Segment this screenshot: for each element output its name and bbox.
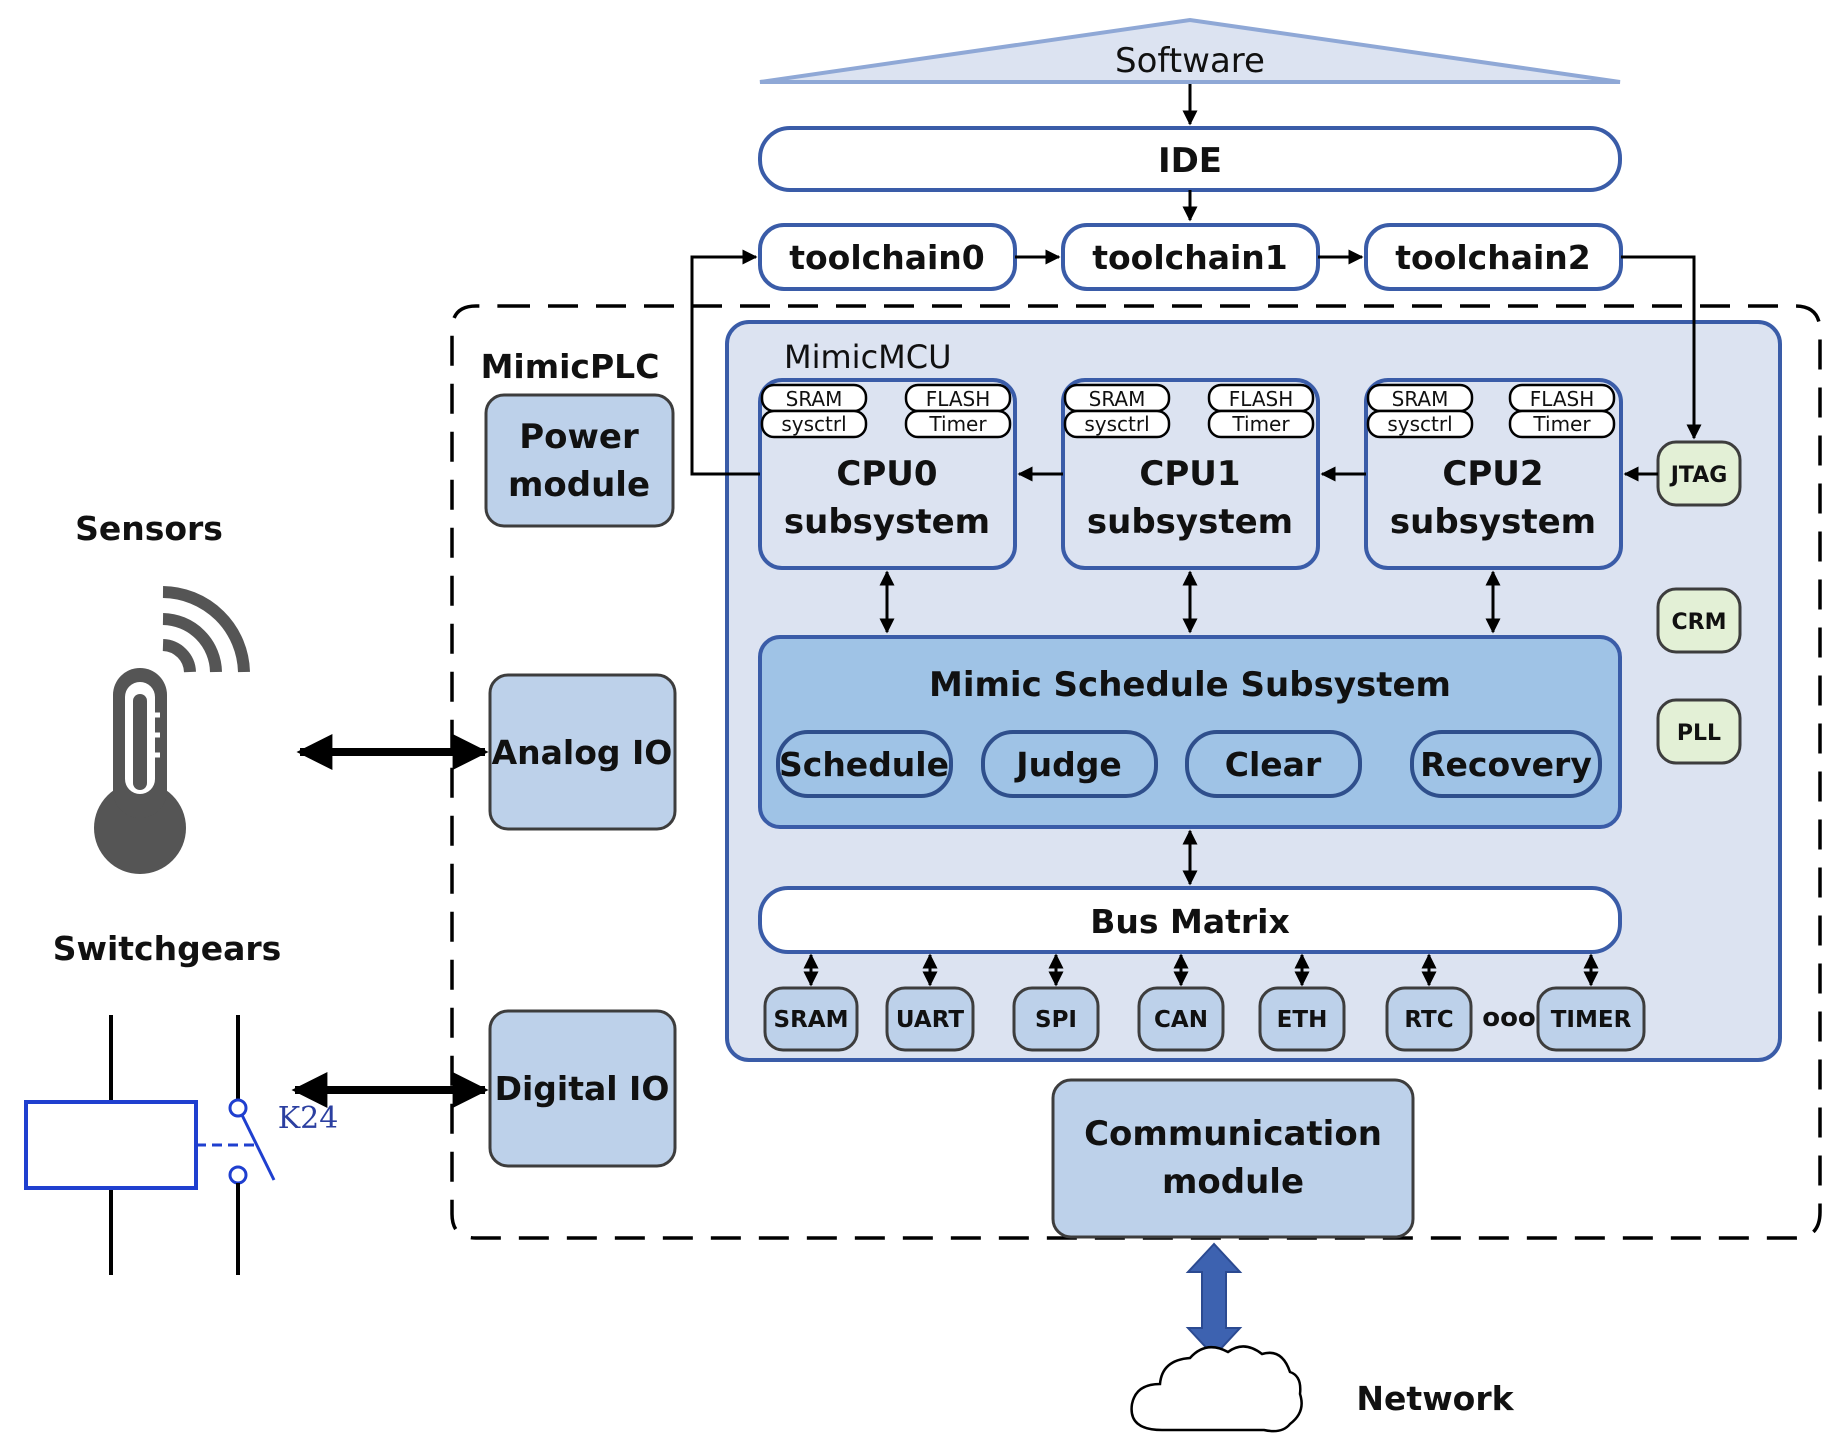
power-module[interactable]: Power module xyxy=(484,393,675,528)
peripheral-sram[interactable]: SRAM xyxy=(763,986,859,1052)
toolchain2-box[interactable]: toolchain2 xyxy=(1364,223,1623,291)
peripheral-ellipsis: ooo xyxy=(1482,1003,1536,1033)
jtag-label: JTAG xyxy=(1669,463,1728,488)
cpu0-sram-tag: SRAM xyxy=(786,387,843,411)
toolchain0-label: toolchain0 xyxy=(789,238,985,277)
software-roof xyxy=(759,17,1621,84)
software-layer: Software xyxy=(759,17,1621,84)
power-module-line2: module xyxy=(508,465,650,505)
peripheral-uart[interactable]: UART xyxy=(885,986,975,1052)
switchgears-label: Switchgears xyxy=(53,929,282,968)
cpu1-subtitle: subsystem xyxy=(1087,502,1293,542)
peripheral-timer[interactable]: TIMER xyxy=(1536,986,1646,1052)
ide-label: IDE xyxy=(1158,141,1222,181)
cpu2-subsystem[interactable]: SRAM FLASH sysctrl Timer CPU2 subsystem xyxy=(1364,378,1623,570)
cpu1-flash-tag: FLASH xyxy=(1229,387,1294,411)
peripheral-eth-label: ETH xyxy=(1277,1007,1328,1033)
judge-unit-label: Judge xyxy=(1014,745,1121,784)
digital-io-module[interactable]: Digital IO xyxy=(488,1009,677,1168)
thermometer-sensor-icon xyxy=(94,586,250,874)
peripheral-rtc[interactable]: RTC xyxy=(1385,986,1473,1052)
cpu1-sysctrl-tag: sysctrl xyxy=(1084,412,1149,436)
toolchain1-label: toolchain1 xyxy=(1092,238,1288,277)
clear-unit-label: Clear xyxy=(1225,745,1322,784)
pll-label: PLL xyxy=(1677,721,1721,746)
toolchain2-label: toolchain2 xyxy=(1395,238,1591,277)
analog-io-module[interactable]: Analog IO xyxy=(488,673,677,831)
cpu0-flash-tag: FLASH xyxy=(926,387,991,411)
peripheral-eth[interactable]: ETH xyxy=(1258,986,1346,1052)
toolchain0-box[interactable]: toolchain0 xyxy=(758,223,1017,291)
network-cloud-icon xyxy=(1130,1345,1303,1433)
jtag-module[interactable]: JTAG xyxy=(1656,440,1742,507)
crm-module[interactable]: CRM xyxy=(1656,587,1742,654)
cpu2-sysctrl-tag: sysctrl xyxy=(1387,412,1452,436)
relay-switch-icon xyxy=(24,1015,276,1275)
communication-module[interactable]: Communication module xyxy=(1051,1078,1415,1239)
clear-unit[interactable]: Clear xyxy=(1185,730,1362,798)
pll-module[interactable]: PLL xyxy=(1656,698,1742,765)
ide-box[interactable]: IDE xyxy=(758,126,1622,192)
cpu0-sysctrl-tag: sysctrl xyxy=(781,412,846,436)
cpu1-sram-tag: SRAM xyxy=(1089,387,1146,411)
cpu1-subsystem[interactable]: SRAM FLASH sysctrl Timer CPU1 subsystem xyxy=(1061,378,1320,570)
cpu1-timer-tag: Timer xyxy=(1231,412,1290,436)
digital-io-label: Digital IO xyxy=(495,1069,670,1108)
peripheral-sram-label: SRAM xyxy=(774,1007,849,1033)
network-label: Network xyxy=(1356,1379,1514,1418)
judge-unit[interactable]: Judge xyxy=(981,730,1158,798)
peripheral-spi-label: SPI xyxy=(1035,1007,1077,1033)
mimicplc-frame xyxy=(450,304,1822,1240)
communication-module-line2: module xyxy=(1162,1162,1304,1202)
peripheral-uart-label: UART xyxy=(896,1007,964,1033)
relay-k24-label: K24 xyxy=(278,1101,339,1136)
mimicplc-label: MimicPLC xyxy=(481,347,660,386)
bus-matrix[interactable]: Bus Matrix xyxy=(758,886,1622,954)
cpu0-timer-tag: Timer xyxy=(928,412,987,436)
cpu1-title: CPU1 xyxy=(1139,454,1240,494)
recovery-unit[interactable]: Recovery xyxy=(1410,730,1602,798)
network-link-arrow xyxy=(1185,1242,1243,1358)
crm-label: CRM xyxy=(1672,610,1727,635)
schedule-unit-label: Schedule xyxy=(779,745,949,784)
cpu2-flash-tag: FLASH xyxy=(1530,387,1595,411)
power-module-line1: Power xyxy=(519,417,639,457)
peripheral-can[interactable]: CAN xyxy=(1137,986,1225,1052)
cpu2-title: CPU2 xyxy=(1442,454,1543,494)
cpu0-subtitle: subsystem xyxy=(784,502,990,542)
sensors-label: Sensors xyxy=(75,509,223,548)
mimicmcu-label: MimicMCU xyxy=(784,338,952,376)
mimic-schedule-subsystem[interactable]: Mimic Schedule Subsystem xyxy=(758,635,1622,829)
cpu0-subsystem[interactable]: SRAM FLASH sysctrl Timer CPU0 subsystem xyxy=(758,378,1017,570)
software-label: Software xyxy=(1115,41,1265,81)
bus-matrix-label: Bus Matrix xyxy=(1090,902,1290,941)
schedule-unit[interactable]: Schedule xyxy=(776,730,953,798)
cpu2-subtitle: subsystem xyxy=(1390,502,1596,542)
analog-io-label: Analog IO xyxy=(492,733,673,772)
peripheral-timer-label: TIMER xyxy=(1551,1007,1632,1033)
cpu0-title: CPU0 xyxy=(836,454,937,494)
cpu2-timer-tag: Timer xyxy=(1532,412,1591,436)
peripheral-rtc-label: RTC xyxy=(1404,1007,1453,1033)
toolchain1-box[interactable]: toolchain1 xyxy=(1061,223,1320,291)
peripheral-spi[interactable]: SPI xyxy=(1012,986,1100,1052)
schedule-subsystem-title: Mimic Schedule Subsystem xyxy=(929,665,1451,705)
communication-module-line1: Communication xyxy=(1084,1114,1382,1154)
recovery-unit-label: Recovery xyxy=(1420,745,1592,784)
peripheral-can-label: CAN xyxy=(1154,1007,1208,1033)
cpu2-sram-tag: SRAM xyxy=(1392,387,1449,411)
